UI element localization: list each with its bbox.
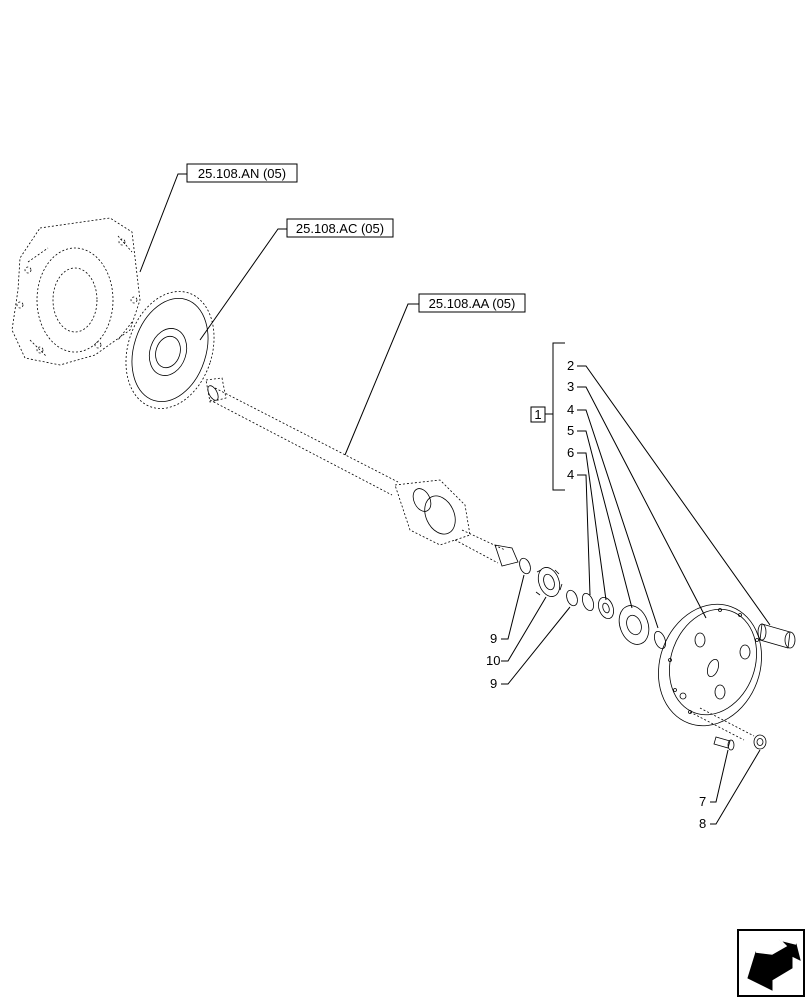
leader-6	[577, 452, 607, 601]
callout-4-lower[interactable]: 4	[567, 467, 574, 482]
cover-plate	[658, 603, 762, 727]
bearing-6	[598, 596, 614, 620]
leader-2	[577, 365, 771, 626]
bolt-dash-line	[689, 711, 745, 741]
plug-8	[753, 734, 767, 750]
leader-10	[501, 596, 547, 662]
plug-dash-line	[699, 707, 755, 737]
ref-box-an[interactable]: 25.108.AN (05)	[186, 163, 298, 183]
ring-gear	[125, 291, 215, 409]
axle-shaft	[205, 377, 519, 567]
leader-8	[710, 749, 761, 825]
group-1-label: 1	[534, 407, 541, 422]
final-drive-housing	[11, 217, 141, 366]
callout-3[interactable]: 3	[567, 379, 574, 394]
leader-9-upper	[501, 574, 525, 640]
leader-aa	[344, 303, 419, 456]
callout-5[interactable]: 5	[567, 423, 574, 438]
group-1-marker[interactable]: 1	[530, 406, 546, 423]
group-bracket	[552, 342, 565, 491]
leader-4-lower	[577, 474, 591, 596]
gear-5	[618, 605, 650, 645]
callout-9-upper[interactable]: 9	[490, 631, 497, 646]
snap-ring-9-upper	[519, 557, 531, 575]
leader-7	[710, 749, 729, 803]
ref-label-ac: 25.108.AC (05)	[296, 221, 384, 236]
next-page-arrow-icon[interactable]	[737, 929, 805, 997]
callout-10[interactable]: 10	[486, 653, 500, 668]
ref-box-ac[interactable]: 25.108.AC (05)	[286, 218, 394, 238]
callout-9-lower[interactable]: 9	[490, 676, 497, 691]
washer-4-lower	[581, 592, 595, 612]
leader-an	[139, 173, 187, 273]
ref-label-an: 25.108.AN (05)	[198, 166, 286, 181]
snap-ring-9-lower	[566, 589, 578, 607]
leader-4-upper	[577, 409, 659, 629]
ref-box-aa[interactable]: 25.108.AA (05)	[418, 293, 526, 313]
callout-2[interactable]: 2	[567, 358, 574, 373]
callout-4-upper[interactable]: 4	[567, 402, 574, 417]
ref-label-aa: 25.108.AA (05)	[429, 296, 516, 311]
washer-4-upper	[653, 630, 667, 650]
callout-7[interactable]: 7	[699, 794, 706, 809]
leader-3	[577, 386, 707, 619]
dowel-pin	[757, 623, 796, 649]
bolt-7	[713, 736, 735, 751]
leader-ac	[199, 228, 287, 341]
callout-6[interactable]: 6	[567, 445, 574, 460]
callout-8[interactable]: 8	[699, 816, 706, 831]
leader-5	[577, 430, 633, 609]
gear-10	[535, 567, 563, 597]
leader-9-lower	[501, 606, 571, 685]
